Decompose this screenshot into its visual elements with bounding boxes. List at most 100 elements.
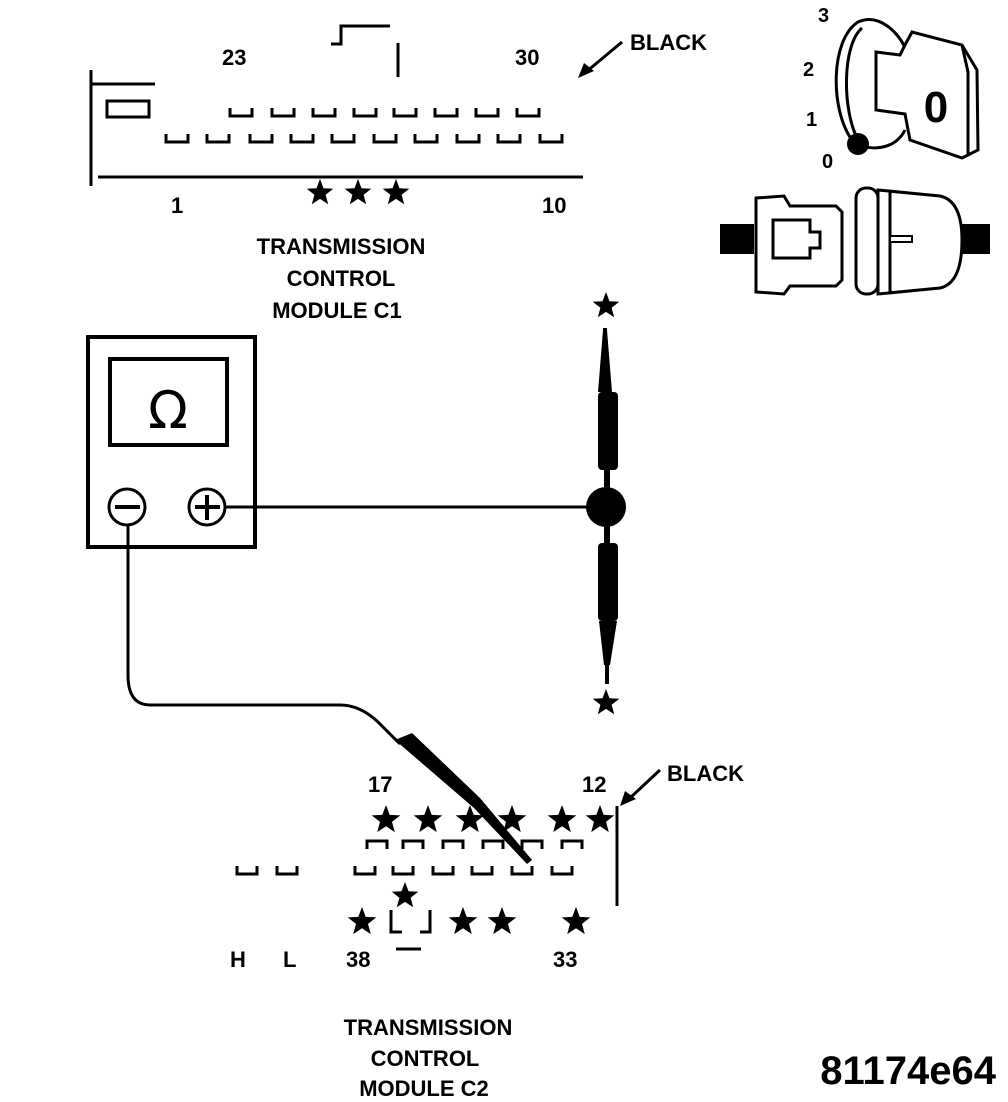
c1-pin-label-23: 23 <box>222 45 246 70</box>
star-icon <box>382 179 410 205</box>
backprobe-tip <box>395 733 532 864</box>
ignition-switch: 3 2 1 0 0 <box>803 5 980 173</box>
c1-latch-slot <box>105 99 151 119</box>
probe-junction-dot <box>586 487 626 527</box>
ohmmeter-display <box>108 357 229 447</box>
terminal-cavity <box>496 134 522 144</box>
negative-test-lead <box>126 525 402 746</box>
terminal-cavity <box>275 866 299 876</box>
terminal-cavity <box>433 108 459 118</box>
star-icon <box>497 805 527 833</box>
terminal-cavity <box>474 108 500 118</box>
positive-terminal[interactable] <box>187 487 227 527</box>
c1-pin-label-30: 30 <box>515 45 539 70</box>
c1-caption-line-3: MODULE C1 <box>272 298 402 323</box>
c1-color-arrow <box>585 40 623 74</box>
terminal-cavity <box>311 108 337 118</box>
c1-color-arrowhead <box>578 63 594 78</box>
star-icon <box>592 292 620 318</box>
terminal-cavity <box>372 134 398 144</box>
c1-bottom-row-terminals <box>164 134 564 144</box>
star-icon <box>347 907 377 935</box>
c1-color-label: BLACK <box>630 30 707 55</box>
terminal-cavity <box>538 134 564 144</box>
c2-pin-label-33: 33 <box>553 947 577 972</box>
terminal-cavity <box>481 839 505 849</box>
terminal-cavity <box>441 839 465 849</box>
c1-pin-stars <box>306 179 410 205</box>
terminal-cavity <box>164 134 190 144</box>
c2-pin-label-17: 17 <box>368 772 392 797</box>
terminal-cavity <box>455 134 481 144</box>
c1-lock-tab <box>331 24 390 46</box>
ignition-position-0: 0 <box>822 151 833 173</box>
terminal-cavity <box>520 839 544 849</box>
terminal-cavity <box>248 134 274 144</box>
terminal-cavity <box>365 839 389 849</box>
c2-caption-line-1: TRANSMISSION <box>344 1015 513 1040</box>
c1-caption-line-2: CONTROL <box>287 266 396 291</box>
key-position-label: 0 <box>924 83 948 132</box>
connector-plug-icon <box>720 186 990 296</box>
jumper-probe <box>586 292 626 715</box>
terminal-cavity <box>401 839 425 849</box>
terminal-cavity <box>330 134 356 144</box>
key-position-dot <box>847 133 869 155</box>
star-icon <box>344 179 372 205</box>
c2-pin-stars <box>347 805 615 935</box>
ignition-position-1: 1 <box>806 109 817 131</box>
star-icon <box>413 805 443 833</box>
ignition-position-2: 2 <box>803 59 814 81</box>
star-icon <box>448 907 478 935</box>
terminal-cavity <box>235 866 259 876</box>
figure-id: 81174e64 <box>820 1049 997 1093</box>
c1-caption-line-1: TRANSMISSION <box>257 234 426 259</box>
negative-terminal[interactable] <box>107 487 147 527</box>
terminal-cavity <box>289 134 315 144</box>
terminal-cavity <box>413 134 439 144</box>
star-icon <box>306 179 334 205</box>
star-icon <box>371 805 401 833</box>
star-icon <box>391 882 419 908</box>
c2-connector: 17 12 H L 38 33 BLACK TRANSMISSION CONTR… <box>230 761 744 1101</box>
c1-connector: 23 30 1 10 BLACK TRANSMISSION CONTROL MO… <box>89 24 707 323</box>
c2-pin-label-12: 12 <box>582 772 606 797</box>
c2-pin-label-38: 38 <box>346 947 370 972</box>
c2-caption-line-2: CONTROL <box>371 1046 480 1071</box>
terminal-cavity <box>392 108 418 118</box>
terminal-cavity <box>510 866 534 876</box>
terminal-cavity <box>470 866 494 876</box>
terminal-cavity <box>352 108 378 118</box>
terminal-cavity <box>431 866 455 876</box>
c2-pin-label-h: H <box>230 947 246 972</box>
c2-color-arrowhead <box>620 791 636 806</box>
terminal-cavity <box>515 108 541 118</box>
star-icon <box>585 805 615 833</box>
star-icon <box>547 805 577 833</box>
c2-lock-tab-right <box>420 910 432 934</box>
ohmmeter: Ω <box>86 335 257 549</box>
terminal-cavity <box>353 866 377 876</box>
c2-middle-row-terminals <box>235 866 574 876</box>
c2-caption-line-3: MODULE C2 <box>359 1076 489 1101</box>
c2-top-row-terminals <box>365 839 584 849</box>
terminal-cavity <box>228 108 254 118</box>
ignition-position-3: 3 <box>818 5 829 27</box>
c1-pin-label-10: 10 <box>542 193 566 218</box>
star-icon <box>592 689 620 715</box>
terminal-cavity <box>391 866 415 876</box>
c2-lock-tab-left <box>389 910 402 934</box>
c2-pin-label-l: L <box>283 947 296 972</box>
c1-pin-label-1: 1 <box>171 193 183 218</box>
star-icon <box>561 907 591 935</box>
star-icon <box>455 805 485 833</box>
c2-color-arrow <box>628 768 662 800</box>
terminal-cavity <box>550 866 574 876</box>
ohm-icon: Ω <box>148 381 188 441</box>
terminal-cavity <box>205 134 231 144</box>
terminal-cavity <box>270 108 296 118</box>
terminal-cavity <box>560 839 584 849</box>
c2-color-label: BLACK <box>667 761 744 786</box>
c1-top-row-terminals <box>228 108 541 118</box>
